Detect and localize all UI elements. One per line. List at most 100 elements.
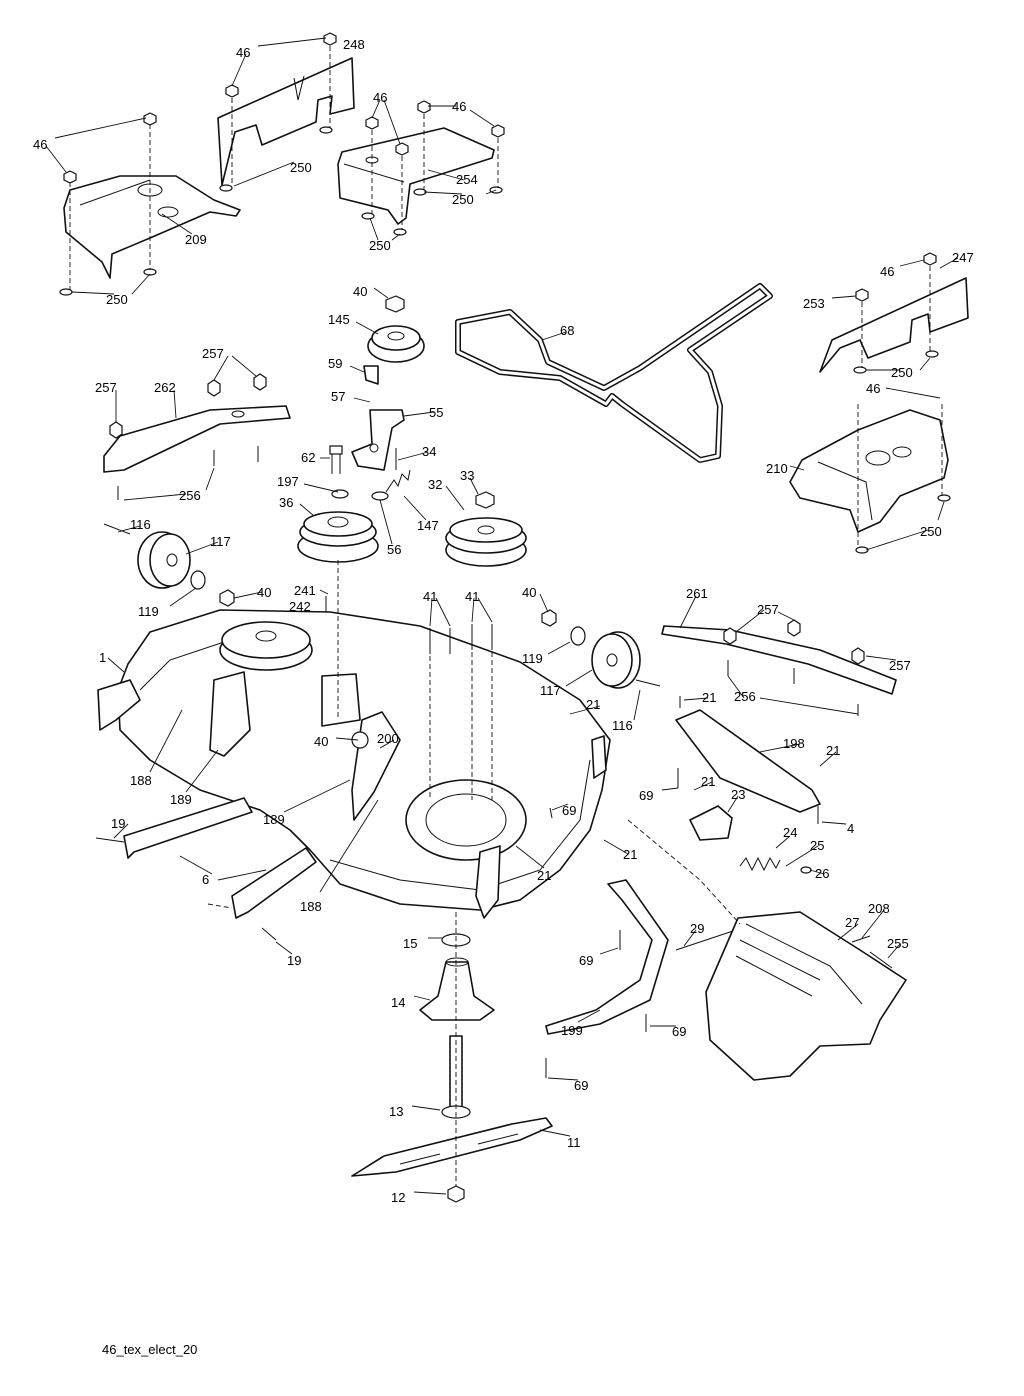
part-callout-14: 14 — [391, 995, 405, 1010]
part-callout-200: 200 — [377, 731, 399, 746]
idler-pulley-145 — [367, 295, 425, 363]
part-callout-13: 13 — [389, 1104, 403, 1119]
part-callout-21-e: 21 — [623, 847, 637, 862]
part-callout-26: 26 — [815, 866, 829, 881]
part-callout-27: 27 — [845, 915, 859, 930]
leader-lines — [45, 37, 959, 1195]
part-callout-12: 12 — [391, 1190, 405, 1205]
part-callout-40-d: 40 — [314, 734, 328, 749]
part-callout-210: 210 — [766, 461, 788, 476]
part-callout-119-b: 119 — [522, 651, 543, 666]
part-callout-241: 241 — [294, 583, 316, 598]
part-callout-242: 242 — [289, 599, 311, 614]
part-callout-253: 253 — [803, 296, 825, 311]
part-callout-46-a: 46 — [236, 45, 250, 60]
part-callout-23: 23 — [731, 787, 745, 802]
part-callout-1: 1 — [99, 650, 106, 665]
part-callout-55: 55 — [429, 405, 443, 420]
part-callout-46-e: 46 — [880, 264, 894, 279]
bracket-23 — [689, 805, 733, 841]
part-callout-189-b: 189 — [263, 812, 285, 827]
part-callout-116-a: 116 — [130, 517, 151, 532]
part-callout-197: 197 — [277, 474, 299, 489]
part-callout-40-a: 40 — [353, 284, 367, 299]
alignment-lines — [69, 46, 943, 1186]
part-callout-250-a: 250 — [290, 160, 312, 175]
part-callout-46-b: 46 — [33, 137, 47, 152]
part-callout-57: 57 — [331, 389, 345, 404]
part-callout-59: 59 — [328, 356, 342, 371]
part-callout-69-d: 69 — [672, 1024, 686, 1039]
part-callout-69-e: 69 — [574, 1078, 588, 1093]
part-callout-15: 15 — [403, 936, 417, 951]
gauge-wheel-117-left — [137, 531, 206, 590]
idler-arm-198 — [675, 709, 821, 813]
part-callout-145: 145 — [328, 312, 350, 327]
part-callout-189-a: 189 — [170, 792, 192, 807]
support-bar-262 — [103, 405, 291, 473]
discharge-chute-27 — [705, 911, 907, 1081]
hardware-fasteners — [59, 32, 951, 1078]
part-callout-116-b: 116 — [612, 718, 633, 733]
spring-147 — [385, 469, 411, 493]
part-callout-40-c: 40 — [522, 585, 536, 600]
blade-11 — [351, 1117, 553, 1203]
part-callout-248: 248 — [343, 37, 365, 52]
pulley-32 — [445, 491, 527, 567]
part-callout-257-b: 257 — [95, 380, 117, 395]
part-callout-250-d: 250 — [369, 238, 391, 253]
part-callout-256-a: 256 — [179, 488, 201, 503]
part-callout-34: 34 — [422, 444, 436, 459]
deflector-shield-248 — [217, 57, 355, 186]
part-callout-188-a: 188 — [130, 773, 152, 788]
mount-bracket-254 — [337, 127, 495, 225]
pulley-36 — [297, 511, 379, 563]
belt-guide-199 — [545, 879, 669, 1035]
part-callout-250-c: 250 — [452, 192, 474, 207]
part-callout-261: 261 — [686, 586, 708, 601]
part-callout-24: 24 — [783, 825, 797, 840]
part-callout-247: 247 — [952, 250, 974, 265]
part-callout-250-e: 250 — [891, 365, 913, 380]
part-callout-254: 254 — [456, 172, 478, 187]
part-callout-255: 255 — [887, 936, 909, 951]
deflector-shield-247 — [819, 277, 969, 373]
part-callout-6: 6 — [202, 872, 209, 887]
part-callout-40-b: 40 — [257, 585, 271, 600]
part-callout-21-c: 21 — [826, 743, 840, 758]
part-callout-209: 209 — [185, 232, 207, 247]
spring-25 — [739, 856, 781, 872]
part-callout-19-a: 19 — [111, 816, 125, 831]
rod-29 — [675, 929, 737, 951]
part-callout-33: 33 — [460, 468, 474, 483]
part-callout-256-b: 256 — [734, 689, 756, 704]
part-callout-32: 32 — [428, 477, 442, 492]
part-callout-21-d: 21 — [701, 774, 715, 789]
part-callout-188-b: 188 — [300, 899, 322, 914]
part-callout-19-b: 19 — [287, 953, 301, 968]
part-callout-69-a: 69 — [562, 803, 576, 818]
gauge-wheel-117-right — [570, 626, 641, 689]
part-callout-68: 68 — [560, 323, 574, 338]
belt-cover-210 — [789, 409, 949, 533]
part-callout-46-c: 46 — [373, 90, 387, 105]
part-callout-119-a: 119 — [138, 604, 159, 619]
part-callout-62: 62 — [301, 450, 315, 465]
belt-cover-209 — [63, 175, 241, 279]
drive-belt-68 — [455, 283, 773, 463]
part-callout-4: 4 — [847, 821, 854, 836]
part-callout-69-c: 69 — [579, 953, 593, 968]
part-callout-198: 198 — [783, 736, 805, 751]
part-callout-147: 147 — [417, 518, 439, 533]
part-callout-257-d: 257 — [889, 658, 911, 673]
part-callout-69-b: 69 — [639, 788, 653, 803]
part-callout-56: 56 — [387, 542, 401, 557]
part-callout-21-f: 21 — [537, 868, 551, 883]
spindle-14 — [419, 933, 495, 1021]
part-callout-41-a: 41 — [423, 589, 437, 604]
part-callout-199: 199 — [561, 1023, 583, 1038]
part-callout-21-a: 21 — [586, 697, 600, 712]
part-callout-21-b: 21 — [702, 690, 716, 705]
part-callout-36: 36 — [279, 495, 293, 510]
part-callout-262: 262 — [154, 380, 176, 395]
